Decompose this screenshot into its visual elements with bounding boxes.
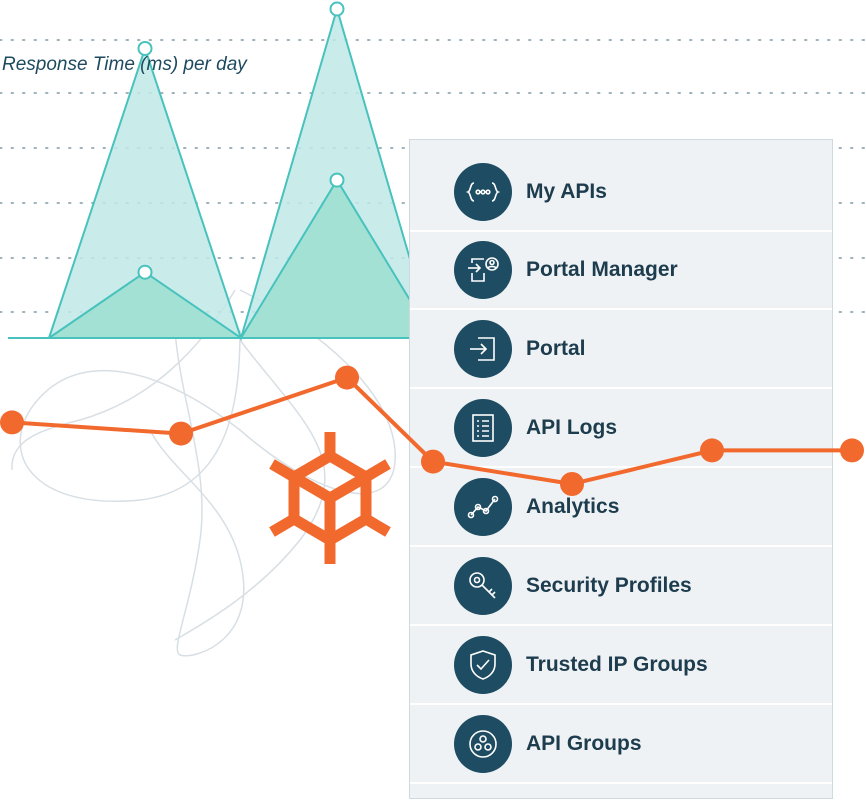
shield-check-icon <box>454 636 512 694</box>
chart-title: Response Time (ms) per day <box>2 54 247 75</box>
area-point <box>329 172 345 188</box>
menu-item-portal-manager[interactable]: Portal Manager <box>410 232 832 310</box>
menu-item-api-groups[interactable]: API Groups <box>410 706 832 784</box>
line-point <box>560 472 584 496</box>
menu-item-security-profiles[interactable]: Security Profiles <box>410 548 832 626</box>
log-list-icon <box>454 399 512 457</box>
menu-label: API Logs <box>526 416 618 439</box>
menu-item-portal[interactable]: Portal <box>410 311 832 389</box>
area-point <box>329 1 345 17</box>
menu-label: Trusted IP Groups <box>526 653 708 676</box>
line-point <box>169 421 193 446</box>
menu-item-trusted-ip-groups[interactable]: Trusted IP Groups <box>410 627 832 705</box>
line-point <box>840 438 864 463</box>
line-point <box>421 449 445 474</box>
menu-item-api-logs[interactable]: API Logs <box>410 390 832 468</box>
user-login-icon <box>454 241 512 299</box>
curly-braces-icon <box>454 163 512 221</box>
login-arrow-icon <box>454 320 512 378</box>
group-circles-icon <box>454 715 512 773</box>
menu-label: Analytics <box>526 495 620 518</box>
menu-label: Portal Manager <box>526 258 678 281</box>
menu-label: Portal <box>526 337 586 360</box>
menu-item-my-apis[interactable]: My APIs <box>410 154 832 232</box>
key-icon <box>454 557 512 615</box>
menu-item-analytics[interactable]: Analytics <box>410 469 832 547</box>
line-point <box>335 365 359 390</box>
menu-label: API Groups <box>526 732 642 755</box>
menu-label: Security Profiles <box>526 574 692 597</box>
area-point <box>137 264 153 280</box>
menu-label: My APIs <box>526 180 607 203</box>
line-point <box>700 438 724 463</box>
line-point <box>0 410 24 435</box>
area-point <box>137 40 153 56</box>
analytics-icon <box>454 478 512 536</box>
